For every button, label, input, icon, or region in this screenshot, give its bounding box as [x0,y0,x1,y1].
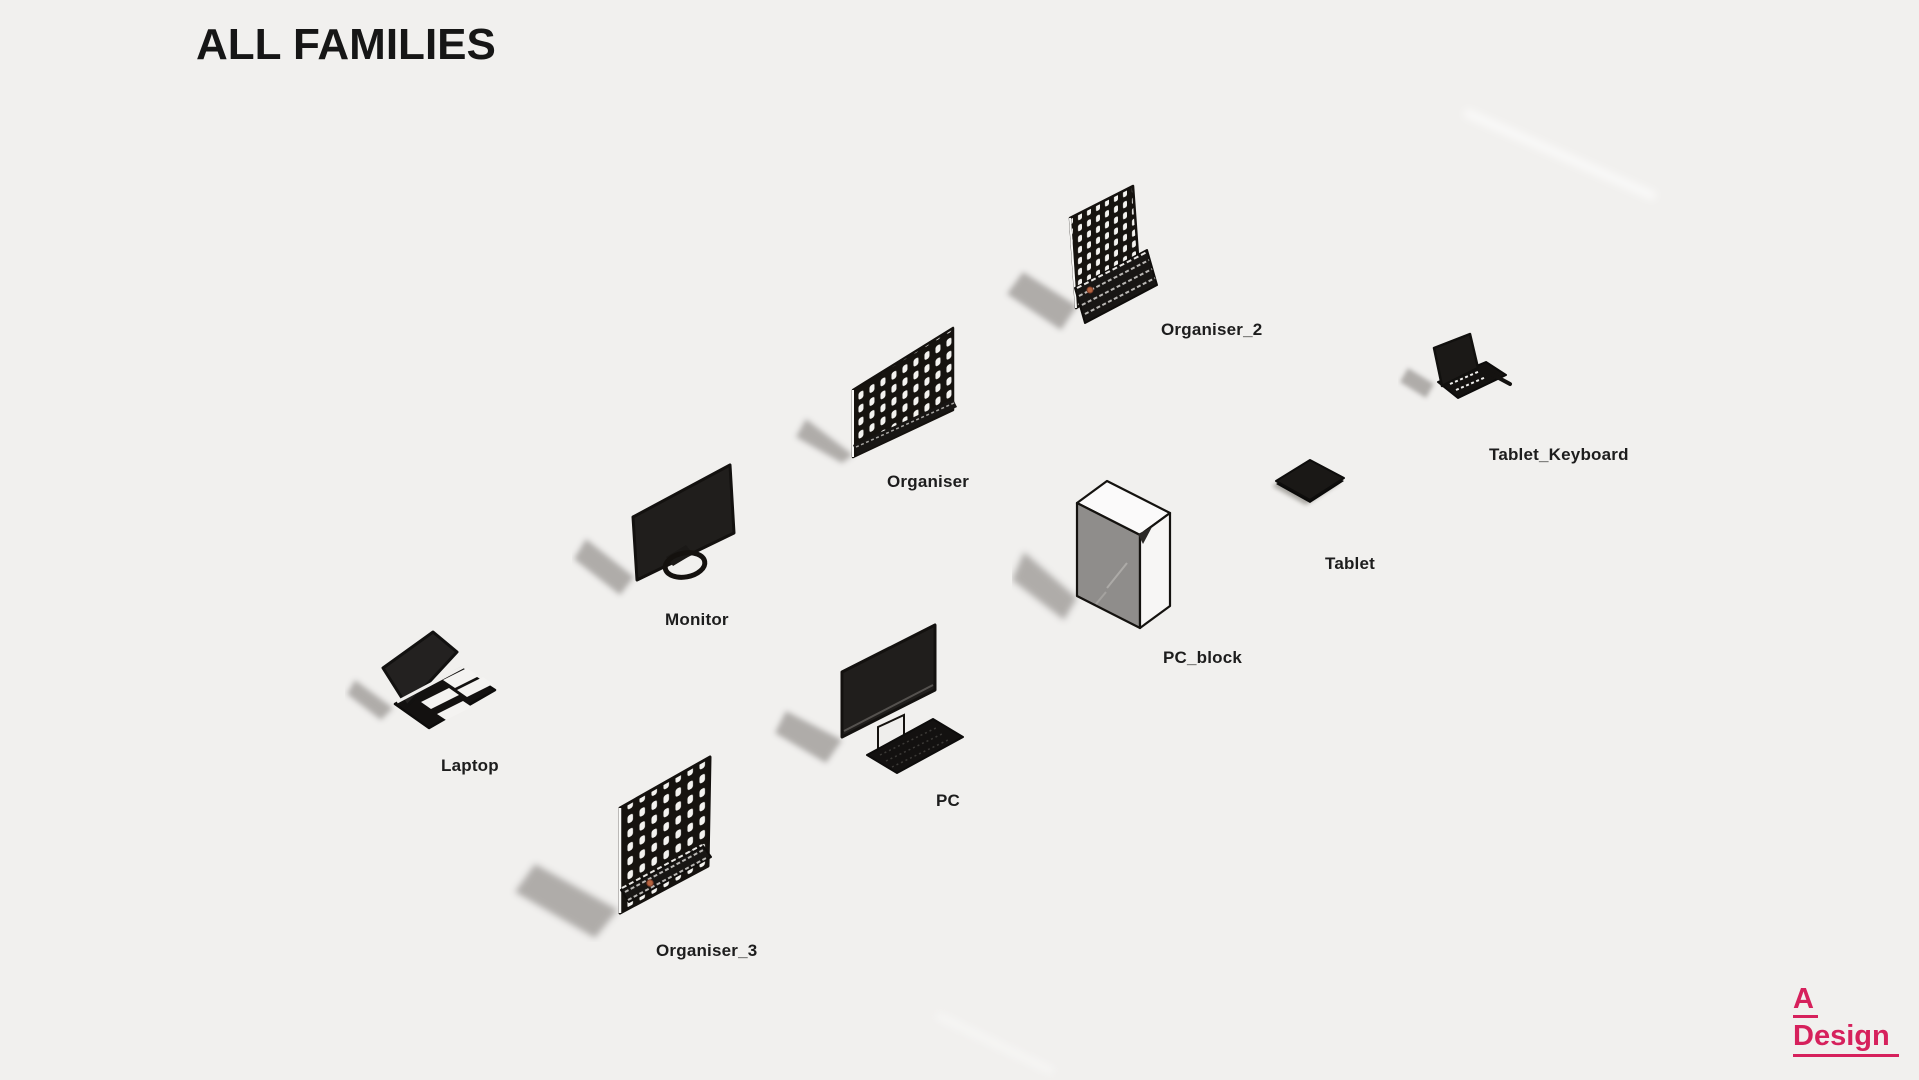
faint-watermark-streak [1462,107,1658,202]
item-label: Monitor [665,610,729,629]
monitor-icon [574,463,736,595]
item-label: Organiser_3 [656,941,758,960]
item-label: Organiser [887,472,970,491]
tablet-icon [1272,459,1345,505]
pegboard-organiser-2-icon [1007,184,1158,330]
laptop-icon [347,630,497,730]
item-label: PC_block [1163,648,1243,667]
item-label: Organiser_2 [1161,320,1263,339]
item-label: Tablet [1325,554,1376,573]
item-label: Tablet_Keyboard [1489,445,1629,464]
item-label: PC [936,791,961,810]
tablet-with-keyboard-icon [1400,332,1512,399]
desktop-pc-icon [775,623,964,774]
logo-letter: A [1793,984,1818,1019]
faint-watermark-streak [935,1011,1055,1076]
pegboard-organiser-3-icon [515,755,712,938]
logo-word: Design [1793,1021,1899,1057]
pegboard-organiser-icon [796,326,957,463]
pc-tower-icon [1012,479,1172,630]
item-label: Laptop [441,756,499,775]
brand-logo: A Design [1793,984,1899,1057]
page-title: ALL FAMILIES [196,20,496,69]
